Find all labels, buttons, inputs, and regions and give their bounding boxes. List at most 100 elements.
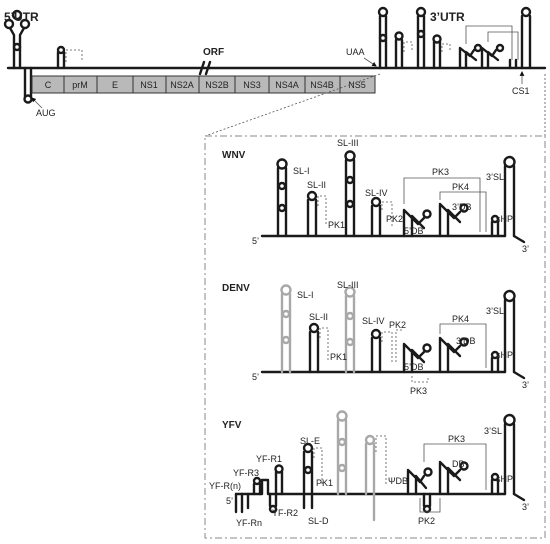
wnv-pk1 [317, 195, 327, 226]
5utr-small-sl-loop [56, 45, 66, 55]
denv-label-pk1: PK1 [330, 352, 347, 362]
denv-title: DENV [222, 283, 250, 294]
3utr-db-2 [480, 46, 500, 70]
3utr-sl-1 [378, 14, 388, 70]
yfv-3prime-tail [512, 492, 526, 502]
label-orf: ORF [203, 47, 224, 58]
yfv-psidb-loop [423, 467, 433, 477]
wnv-sl3-stem [344, 158, 356, 238]
5utr-sl-a [8, 26, 26, 70]
denv-label-pk2: PK2 [389, 320, 406, 330]
yfv-gray-sl2-stem [364, 442, 376, 496]
denv-label-3prime: 3’ [522, 380, 529, 390]
wnv-shp-loop [490, 214, 500, 224]
denv-sl1-stem [280, 292, 292, 374]
denv-label-5prime: 5’ [252, 372, 259, 382]
gene-label-c: C [45, 80, 52, 90]
denv-label-pk3: PK3 [410, 386, 427, 396]
yfv-yfr2-stem [268, 492, 278, 508]
denv-3db-loop [459, 337, 469, 347]
polyprotein-genes: C prM E NS1 NS2A NS2B NS3 NS4A NS4B NS5 [31, 75, 376, 94]
3utr-sl-2-loop [394, 31, 404, 41]
wnv-label-pk4: PK4 [452, 182, 469, 192]
3utr-3sl [520, 14, 532, 70]
yfv-sle-stem [302, 450, 314, 496]
denv-structure: DENV SL-I SL-II S [222, 280, 529, 396]
denv-label-sl1: SL-I [297, 290, 314, 300]
yfv-yfr3-stem [252, 482, 262, 496]
wnv-3db [438, 202, 462, 238]
yfv-yfr1-loop [274, 464, 284, 474]
wnv-label-sl3: SL-III [337, 138, 359, 148]
yfv-gray-sl2-tail [374, 494, 380, 520]
wnv-label-3sl: 3’SL [486, 172, 504, 182]
yfv-sle-bulge [303, 465, 313, 475]
3utr-sl-3 [416, 14, 426, 70]
yfv-title: YFV [222, 420, 242, 431]
denv-label-sl4: SL-IV [362, 316, 385, 326]
yfv-gray-sl2-loop [364, 434, 376, 446]
yfv-structure: YFV [209, 410, 529, 528]
3utr-sl-3-bulge [416, 29, 426, 39]
3utr-pk-b [441, 43, 451, 52]
denv-3sl [503, 298, 516, 374]
yfv-pk2 [419, 498, 441, 513]
5utr-downstream-hairpin [23, 66, 33, 99]
5utr-small-sl [56, 50, 66, 70]
wnv-label-sl4: SL-IV [365, 188, 388, 198]
denv-5db-loop [422, 343, 432, 353]
3utr-sl-1-bulge [378, 33, 388, 43]
yfv-label-yfr2: YF-R2 [272, 508, 298, 518]
yfv-label-yfrn: YF-Rn [236, 518, 262, 528]
wnv-5db [402, 208, 426, 238]
label-3utr: 3’UTR [430, 10, 465, 24]
yfv-label-yfr3: YF-R3 [233, 468, 259, 478]
gene-box-ns5 [339, 75, 376, 94]
denv-sl3-stem [344, 294, 356, 374]
yfv-label-db: DB [452, 459, 465, 469]
denv-label-3db: 3’DB [456, 336, 476, 346]
denv-shp-loop [490, 350, 500, 360]
yfv-gray-sl-bulge-2 [337, 463, 347, 473]
gene-label-prm: prM [72, 80, 88, 90]
wnv-3prime-tail [512, 234, 526, 244]
wnv-structure: WNV SL-I SL-II SL-III [222, 138, 529, 254]
yfv-pk3 [423, 443, 487, 490]
yfv-backbone [234, 478, 507, 496]
yfv-sle-loop [302, 442, 314, 454]
label-aug: AUG [36, 108, 56, 118]
yfv-label-yfr1: YF-R1 [256, 454, 282, 464]
3utr-sl-4 [432, 40, 442, 70]
yfv-db [438, 460, 462, 496]
wnv-sl3-loop [344, 150, 356, 162]
denv-sl3-bulge-1 [345, 311, 355, 321]
wnv-label-shp: sHP [496, 214, 513, 224]
yfv-label-pk3: PK3 [448, 434, 465, 444]
yfv-label-sld: SL-D [308, 516, 329, 526]
yfv-psidb [406, 468, 428, 496]
3utr-db-1 [458, 46, 478, 70]
yfv-3sl-loop [503, 413, 516, 427]
wnv-pk4 [439, 191, 487, 232]
wnv-label-5db: 5’DB [404, 226, 424, 236]
yfv-label-sle: SL-E [300, 436, 320, 446]
5utr-sl-a-loop-top [11, 9, 23, 21]
wnv-sl1-bulge-2 [277, 203, 287, 213]
wnv-label-sl2: SL-II [307, 180, 326, 190]
denv-sl1-bulge-2 [281, 335, 291, 345]
3utr-3sl-loop [520, 6, 532, 18]
denv-3sl-loop [503, 289, 516, 303]
denv-5db [402, 342, 426, 374]
3utr-sl-3-loop [415, 6, 427, 18]
yfv-pk2-hairpin [422, 492, 432, 508]
5utr-downstream-loop [23, 94, 33, 104]
wnv-label-3prime: 3’ [522, 244, 529, 254]
yfv-db-loop [459, 461, 469, 471]
yfv-yfr3-loop [252, 476, 262, 486]
3utr-pk-c [465, 25, 513, 60]
yfv-yfr2-loop [268, 504, 278, 514]
wnv-5db-loop [422, 209, 432, 219]
wnv-sl4-stem [370, 204, 382, 238]
wnv-pk2 [381, 201, 393, 226]
